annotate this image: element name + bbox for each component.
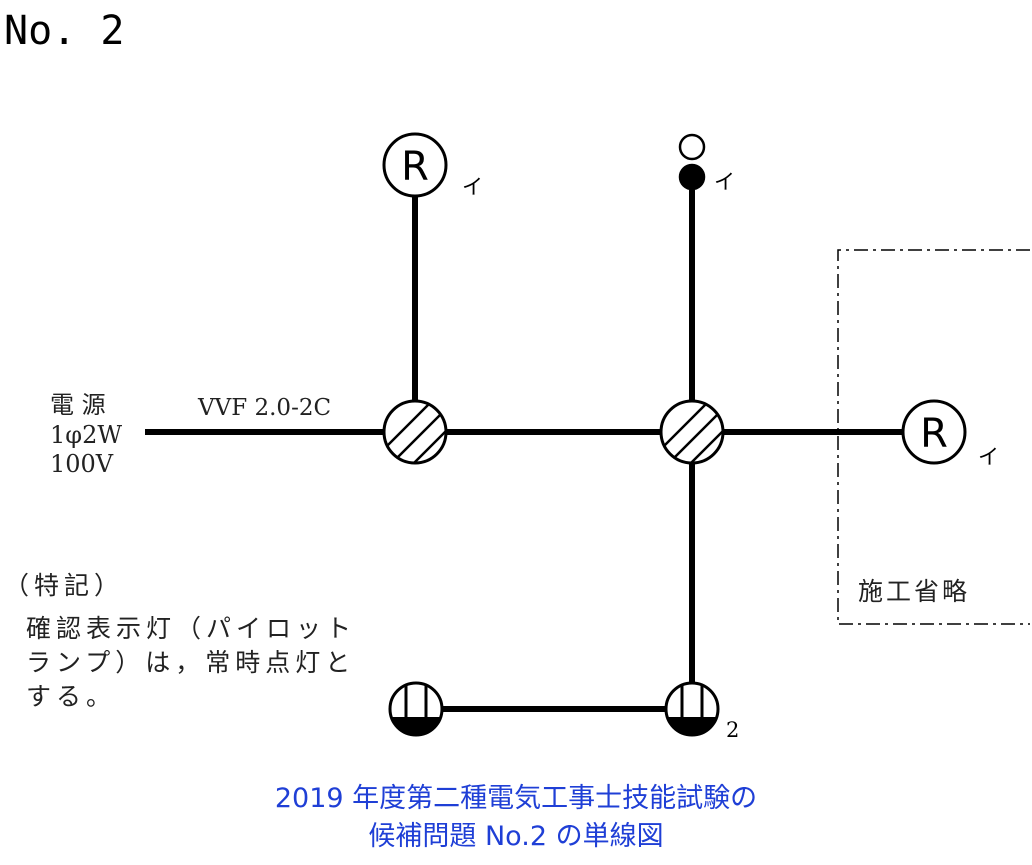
marker-i-switch: イ: [714, 170, 735, 194]
power-source-label: 電 源: [50, 391, 106, 419]
page-title: No. 2: [4, 8, 124, 54]
power-phase-spec: 1φ2W: [50, 421, 122, 449]
omitted-work-boundary: [837, 249, 1030, 625]
power-voltage: 100V: [50, 450, 114, 478]
receptacle-symbol-top: R: [401, 144, 429, 190]
note-heading: （特記）: [4, 571, 125, 600]
note-line-1: 確認表示灯（パイロット: [26, 614, 357, 643]
ceiling-receptacle-right: R: [901, 399, 967, 465]
outlet-left: [388, 681, 444, 737]
cable-spec-label: VVF 2.0-2C: [197, 395, 331, 421]
junction-box-left: [382, 399, 448, 465]
note-line-3: する。: [26, 682, 117, 711]
receptacle-symbol-right: R: [920, 411, 948, 457]
caption-line-2: 候補問題 No.2 の単線図: [368, 821, 664, 852]
note-line-2: ランプ）は，常時点灯と: [26, 648, 356, 677]
marker-i-receptacle-right: イ: [978, 445, 999, 469]
omitted-work-label: 施工省略: [858, 577, 970, 606]
ceiling-receptacle-top: R: [382, 132, 448, 198]
caption-line-1: 2019 年度第二種電気工事士技能試験の: [274, 783, 758, 814]
pilot-lamp-switch: [678, 133, 706, 191]
outlet-count-label: 2: [726, 718, 739, 742]
wiring: [145, 190, 905, 712]
outlet-right: [664, 681, 720, 737]
pilot-lamp-icon: [678, 133, 706, 161]
marker-i-receptacle-top: イ: [462, 175, 483, 199]
switch-dot-icon: [678, 163, 706, 191]
